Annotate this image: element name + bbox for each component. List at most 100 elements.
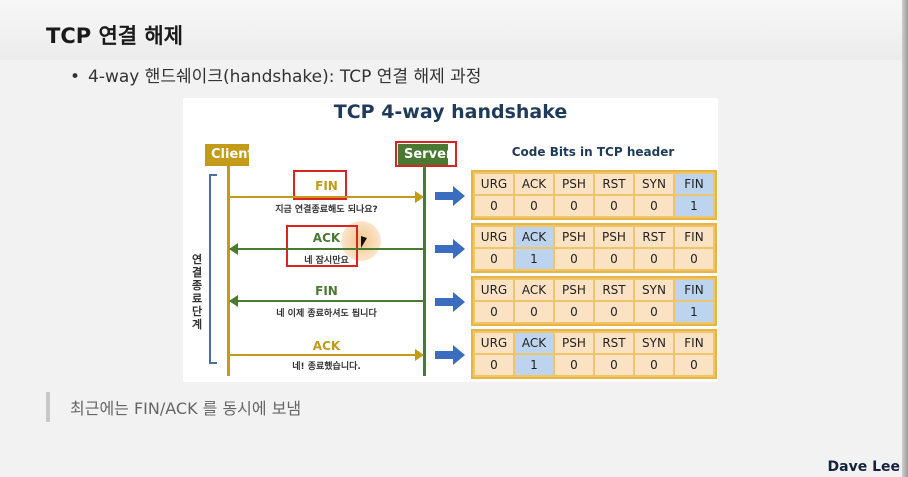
value-cell: 0: [473, 300, 515, 324]
value-cell: 0: [673, 247, 715, 271]
value-cell: 0: [673, 353, 715, 377]
value-cell: 0: [513, 300, 555, 324]
mouse-cursor-icon: [361, 236, 367, 248]
table-value-row: 0 1 0 0 0 0: [473, 353, 715, 377]
header-cell: RST: [633, 225, 675, 249]
message-3-arrowhead-icon: [229, 295, 238, 307]
server-label: Server: [398, 144, 452, 166]
header-cell: RST: [593, 172, 635, 196]
table-header-row: URG ACK PSH RST SYN FIN: [473, 172, 715, 196]
value-cell: 1: [673, 300, 715, 324]
value-cell: 0: [593, 194, 635, 218]
message-2-subtitle: 네 잠시만요: [304, 256, 349, 266]
client-lifeline: [227, 166, 230, 376]
value-cell: 0: [553, 247, 595, 271]
table-value-row: 0 1 0 0 0 0: [473, 247, 715, 271]
author-watermark: Dave Lee: [827, 459, 900, 475]
header-cell: ACK: [513, 331, 555, 355]
flags-table-2: URG ACK PSH PSH RST FIN 0 1 0 0 0 0: [471, 223, 717, 273]
message-4-arrow: [230, 354, 423, 356]
header-cell: SYN: [633, 172, 675, 196]
header-cell: SYN: [633, 331, 675, 355]
window-edge: [902, 0, 908, 477]
table-value-row: 0 0 0 0 0 1: [473, 194, 715, 218]
tcp-diagram-figure: TCP 4-way handshake Client Server 연결 종료 …: [183, 98, 718, 382]
value-cell: 0: [553, 300, 595, 324]
value-cell: 0: [633, 300, 675, 324]
header-cell: URG: [473, 331, 515, 355]
message-1-subtitle: 지금 연결종료해도 되나요?: [275, 205, 378, 215]
blue-arrow-icon: [435, 186, 465, 206]
bullet-text: 4-way 핸드쉐이크(handshake): TCP 연결 해제 과정: [88, 67, 482, 87]
message-3-label: FIN: [315, 284, 338, 298]
table-header-row: URG ACK PSH PSH RST FIN: [473, 225, 715, 249]
header-cell: RST: [593, 278, 635, 302]
figure-title: TCP 4-way handshake: [333, 101, 568, 123]
phase-label-1: 연결: [191, 253, 203, 279]
header-cell: PSH: [553, 278, 595, 302]
header-cell: PSH: [593, 225, 635, 249]
value-cell: 0: [553, 353, 595, 377]
table-header-row: URG ACK PSH RST SYN FIN: [473, 331, 715, 355]
fin-highlight-box: [293, 170, 347, 200]
bullet-dot-icon: •: [70, 67, 81, 87]
header-cell: ACK: [513, 172, 555, 196]
blue-arrow-icon: [435, 345, 465, 365]
value-cell: 0: [473, 194, 515, 218]
value-cell: 0: [593, 300, 635, 324]
value-cell: 0: [633, 353, 675, 377]
message-2-arrowhead-icon: [229, 243, 238, 255]
value-cell: 1: [513, 247, 555, 271]
message-1-label: FIN: [315, 179, 338, 193]
phase-bracket: [209, 174, 217, 364]
header-cell: ACK: [513, 225, 555, 249]
header-cell: URG: [473, 225, 515, 249]
page-title: TCP 연결 해제: [46, 24, 184, 48]
header-cell: PSH: [553, 331, 595, 355]
header-cell: URG: [473, 172, 515, 196]
value-cell: 1: [673, 194, 715, 218]
table-value-row: 0 0 0 0 0 1: [473, 300, 715, 324]
blue-arrow-icon: [435, 239, 465, 259]
server-highlight-box: [395, 141, 457, 167]
header-cell: PSH: [553, 225, 595, 249]
value-cell: 0: [633, 194, 675, 218]
footnote-text: 최근에는 FIN/ACK 를 동시에 보냄: [70, 399, 302, 418]
message-4-arrowhead-icon: [415, 349, 424, 361]
table-header-row: URG ACK PSH RST SYN FIN: [473, 278, 715, 302]
flags-table-4: URG ACK PSH RST SYN FIN 0 1 0 0 0 0: [471, 329, 717, 379]
ack-highlight-box: [286, 225, 358, 267]
header-cell: SYN: [633, 278, 675, 302]
message-4-subtitle: 네! 종료했습니다.: [292, 362, 361, 372]
client-label: Client: [205, 144, 254, 166]
header-cell: RST: [593, 331, 635, 355]
phase-label: 연결 종료 단계: [187, 253, 207, 331]
value-cell: 0: [593, 247, 635, 271]
title-bar: [0, 0, 908, 60]
header-cell: ACK: [513, 278, 555, 302]
message-1-arrowhead-icon: [415, 191, 424, 203]
message-2-label: ACK: [312, 231, 341, 245]
blue-arrow-icon: [435, 292, 465, 312]
value-cell: 0: [473, 353, 515, 377]
phase-label-2: 종료: [191, 279, 203, 305]
message-3-arrow: [230, 300, 423, 302]
server-lifeline: [423, 166, 426, 376]
header-cell: FIN: [673, 225, 715, 249]
message-1-arrow: [230, 196, 423, 198]
flags-table-1: URG ACK PSH RST SYN FIN 0 0 0 0 0 1: [471, 170, 717, 220]
message-2-arrow: [230, 248, 423, 250]
header-cell: URG: [473, 278, 515, 302]
header-cell: FIN: [673, 331, 715, 355]
phase-label-3: 단계: [191, 305, 203, 331]
message-4-label: ACK: [312, 339, 341, 353]
header-cell: PSH: [553, 172, 595, 196]
value-cell: 0: [633, 247, 675, 271]
header-cell: FIN: [673, 278, 715, 302]
value-cell: 0: [473, 247, 515, 271]
value-cell: 1: [513, 353, 555, 377]
code-bits-title: Code Bits in TCP header: [511, 145, 675, 159]
flags-table-3: URG ACK PSH RST SYN FIN 0 0 0 0 0 1: [471, 276, 717, 326]
value-cell: 0: [513, 194, 555, 218]
header-cell: FIN: [673, 172, 715, 196]
